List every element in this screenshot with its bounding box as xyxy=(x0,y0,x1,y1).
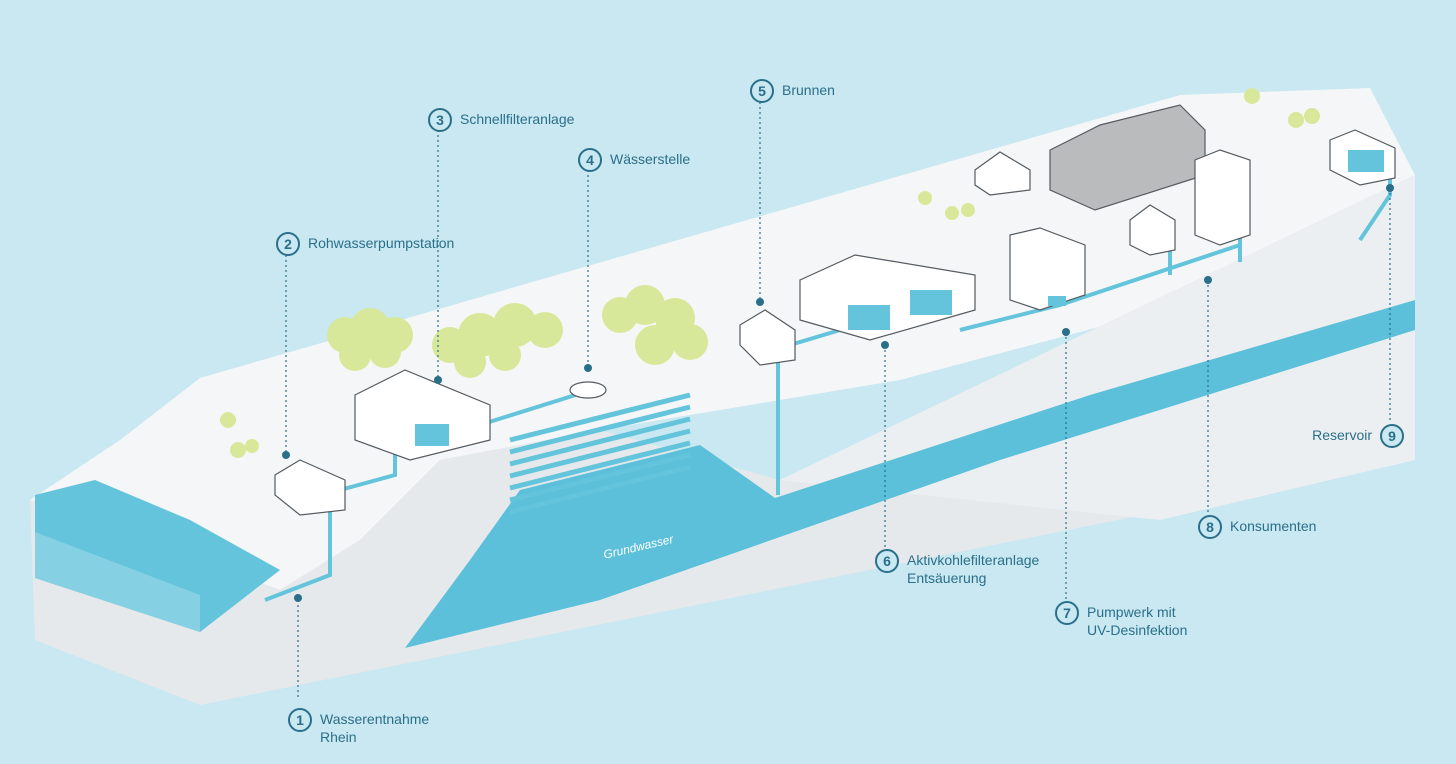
groundwater-body xyxy=(405,300,1415,648)
station-number-8: 8 xyxy=(1198,515,1222,539)
station-7-line-1: Pumpwerk mit xyxy=(1087,604,1176,620)
station-6-line-1: Aktivkohlefilteranlage xyxy=(907,552,1040,568)
buildings xyxy=(274,104,1396,516)
station-2-line-1: Rohwasserpumpstation xyxy=(308,235,455,251)
station-number-7: 7 xyxy=(1055,601,1079,625)
station-number-9: 9 xyxy=(1380,424,1404,448)
station-number-3: 3 xyxy=(428,108,452,132)
station-4-line-1: Wässerstelle xyxy=(610,151,691,167)
station-8-line-1: Konsumenten xyxy=(1230,518,1317,534)
label-station-7: 7 Pumpwerk mit UV-Desinfektion xyxy=(1055,601,1188,639)
label-station-4: 4 Wässerstelle xyxy=(578,148,691,172)
label-station-8: 8 Konsumenten xyxy=(1198,515,1317,539)
station-5-line-1: Brunnen xyxy=(782,82,835,98)
station-number-1: 1 xyxy=(288,708,312,732)
station-9-line-1: Reservoir xyxy=(1312,427,1372,443)
station-6-line-2: Entsäuerung xyxy=(907,570,987,586)
infiltration-stripes xyxy=(509,392,691,515)
station-number-4: 4 xyxy=(578,148,602,172)
station-3-line-1: Schnellfilteranlage xyxy=(460,111,575,127)
station-1-line-1: Wasserentnahme xyxy=(320,711,430,727)
label-station-5: 5 Brunnen xyxy=(750,79,835,103)
leader-lines xyxy=(285,102,1391,700)
label-station-9: 9 Reservoir xyxy=(1312,424,1404,448)
river-front-face xyxy=(35,532,200,632)
tree-clusters xyxy=(220,88,1320,458)
ground-front-face xyxy=(30,175,1415,705)
station-number-5: 5 xyxy=(750,79,774,103)
ground-top-surface xyxy=(30,88,1415,590)
station-number-2: 2 xyxy=(276,232,300,256)
ground-right-face xyxy=(780,175,1415,520)
station-1-line-2: Rhein xyxy=(320,729,357,745)
station-number-6: 6 xyxy=(875,549,899,573)
label-station-2: 2 Rohwasserpumpstation xyxy=(276,232,455,256)
label-station-3: 3 Schnellfilteranlage xyxy=(428,108,575,132)
leader-dots xyxy=(282,184,1394,602)
label-station-1: 1 Wasserentnahme Rhein xyxy=(288,708,430,746)
station-7-line-2: UV-Desinfektion xyxy=(1087,622,1188,638)
label-station-6: 6 Aktivkohlefilteranlage Entsäuerung xyxy=(875,549,1040,587)
